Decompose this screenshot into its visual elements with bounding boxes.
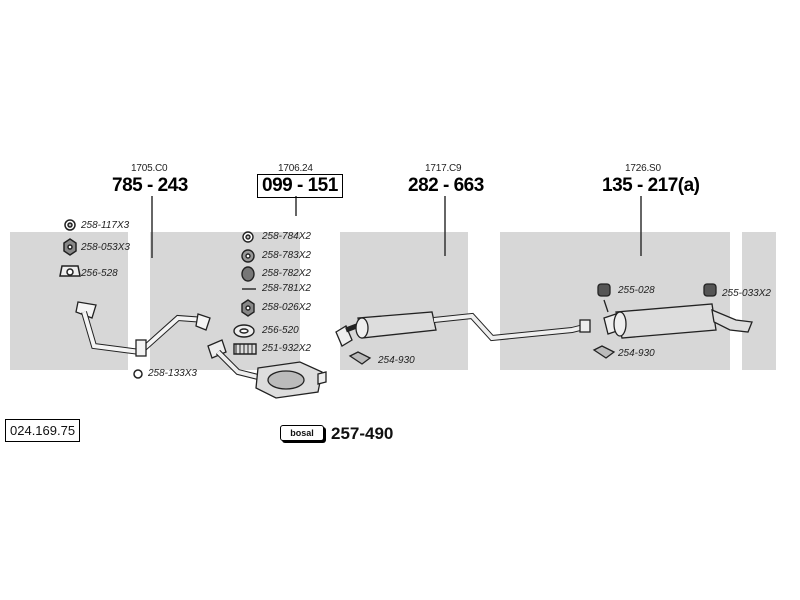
part-label[interactable]: 251-932X2: [262, 343, 311, 354]
group-ref-2: 1706.24: [278, 163, 313, 174]
watermark-block: [500, 232, 730, 370]
document-number: 024.169.75: [5, 419, 81, 442]
group-ref-4: 1726.S0: [625, 163, 661, 174]
middle-silencer: [357, 311, 437, 339]
part-label[interactable]: 258-117X3: [81, 220, 130, 231]
part-number-middle-silencer[interactable]: 282 - 663: [408, 175, 484, 196]
spring-icon: [241, 266, 255, 282]
part-label[interactable]: 258-782X2: [262, 268, 311, 279]
part-label[interactable]: 254-930: [378, 355, 415, 366]
rubber-mount-icon: [597, 283, 611, 297]
part-label[interactable]: 255-033X2: [722, 288, 771, 299]
watermark-block: [742, 232, 776, 370]
part-label[interactable]: 258-784X2: [262, 231, 311, 242]
part-label[interactable]: 255-028: [618, 285, 655, 296]
front-pipe-joint: [135, 339, 147, 357]
part-label[interactable]: 256-528: [81, 268, 118, 279]
bosal-logo: bosal: [280, 425, 324, 441]
clamp-icon: [348, 351, 372, 365]
part-label[interactable]: 258-783X2: [262, 250, 311, 261]
part-number-catalytic-converter[interactable]: 099 - 151: [257, 174, 343, 198]
spring-set-icon: [233, 343, 257, 355]
part-label[interactable]: 258-133X3: [148, 368, 197, 379]
part-label[interactable]: 254-930: [618, 348, 655, 359]
part-label[interactable]: 258-781X2: [262, 283, 311, 294]
part-number-mounting-kit[interactable]: 257-490: [331, 424, 394, 443]
part-number-front-pipe[interactable]: 785 - 243: [112, 175, 188, 196]
front-pipe-end: [195, 313, 211, 331]
part-label[interactable]: 258-026X2: [262, 302, 311, 313]
watermark-block: [340, 232, 468, 370]
part-number-rear-silencer[interactable]: 135 - 217(a): [602, 175, 700, 196]
mid-pipe-outlet: [579, 319, 591, 333]
gasket-ring-icon: [133, 369, 143, 379]
rear-silencer: [615, 303, 717, 339]
group-ref-1: 1705.C0: [131, 163, 168, 174]
clamp-icon: [592, 345, 616, 359]
part-label[interactable]: 256-520: [262, 325, 299, 336]
part-label[interactable]: 258-053X3: [81, 242, 130, 253]
group-ref-3: 1717.C9: [425, 163, 462, 174]
tail-pipe: [711, 308, 753, 333]
front-pipe-flange: [75, 301, 97, 319]
rubber-mount-icon: [703, 283, 717, 297]
